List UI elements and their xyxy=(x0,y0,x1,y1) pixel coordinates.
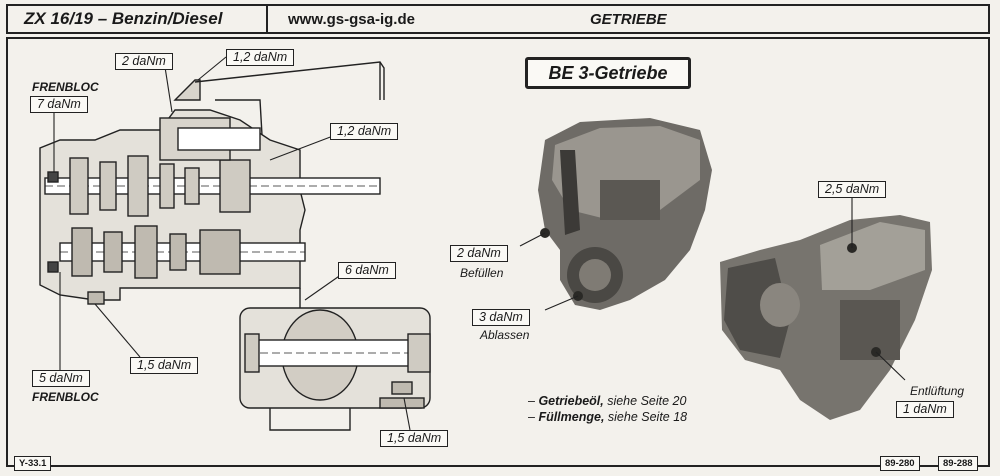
torque-label-1-2-right: 1,2 daNm xyxy=(330,123,399,140)
figure-ref-2: 89-288 xyxy=(938,456,978,471)
torque-label-2-danm: 2 daNm xyxy=(115,53,173,70)
content-frame xyxy=(6,37,990,467)
note-key: Getriebeöl, xyxy=(538,394,604,408)
frenbloc-label-bottom: FRENBLOC xyxy=(32,390,99,404)
torque-label-frenbloc-bottom: 5 daNm xyxy=(32,370,90,387)
note-item: – Getriebeöl, siehe Seite 20 xyxy=(528,394,687,408)
vent-caption: Entlüftung xyxy=(910,384,965,398)
torque-label-vent: 1 daNm xyxy=(896,401,954,418)
note-key: Füllmenge, xyxy=(538,410,605,424)
torque-label-fill: 2 daNm xyxy=(450,245,508,262)
note-rest: siehe Seite 18 xyxy=(604,410,688,424)
header-right-cell: www.gs-gsa-ig.de GETRIEBE xyxy=(268,4,990,34)
section-title: GETRIEBE xyxy=(590,11,667,28)
gearbox-cross-section-drawing xyxy=(39,56,431,431)
gearbox-photo-rear xyxy=(720,196,932,420)
fill-caption: Befüllen xyxy=(460,266,504,280)
gearbox-title: BE 3-Getriebe xyxy=(525,57,691,89)
torque-label-drain: 3 daNm xyxy=(472,309,530,326)
gearbox-photo-front xyxy=(519,118,712,311)
torque-label-1-5-mid: 1,5 daNm xyxy=(130,357,199,374)
note-item: – Füllmenge, siehe Seite 18 xyxy=(528,410,688,424)
note-rest: siehe Seite 20 xyxy=(603,394,687,408)
torque-label-2-5: 2,5 daNm xyxy=(818,181,887,198)
torque-label-frenbloc-top: 7 daNm xyxy=(30,96,88,113)
notes-list: – Getriebeöl, siehe Seite 20 – Füllmenge… xyxy=(528,393,687,425)
torque-label-1-2-top: 1,2 daNm xyxy=(226,49,295,66)
website-url: www.gs-gsa-ig.de xyxy=(288,11,415,28)
torque-label-1-5-bottom: 1,5 daNm xyxy=(380,430,449,447)
torque-label-6-danm: 6 daNm xyxy=(338,262,396,279)
drain-caption: Ablassen xyxy=(480,328,530,342)
page-code: Y-33.1 xyxy=(14,456,52,471)
frenbloc-label-top: FRENBLOC xyxy=(32,80,99,94)
model-title: ZX 16/19 – Benzin/Diesel xyxy=(6,4,268,34)
page-header: ZX 16/19 – Benzin/Diesel www.gs-gsa-ig.d… xyxy=(0,0,1000,37)
figure-ref-1: 89-280 xyxy=(880,456,920,471)
